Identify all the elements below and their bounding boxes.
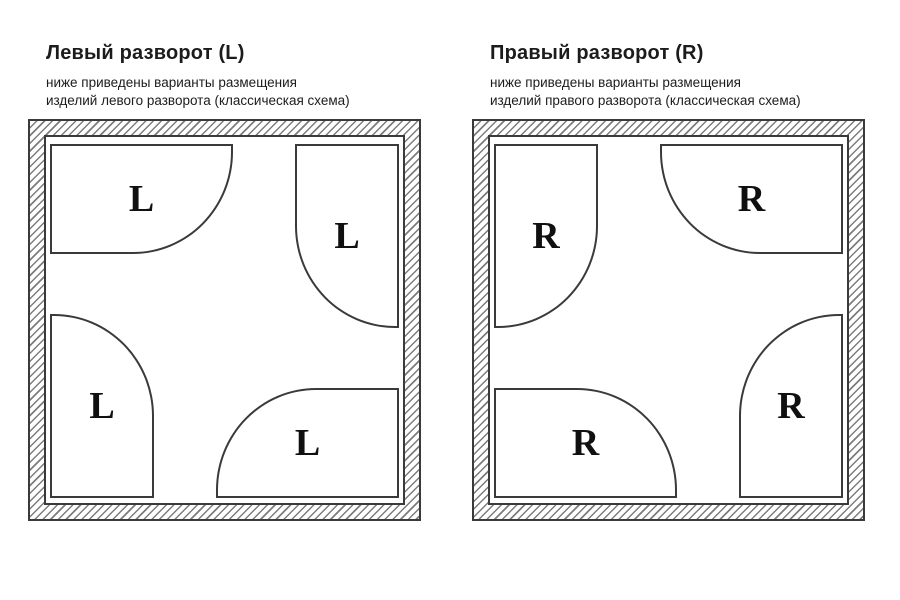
panel-title-left: Левый разворот (L) bbox=[46, 42, 245, 64]
panel-subtitle-line2-right: изделий правого разворота (классическая … bbox=[490, 93, 801, 108]
corner-tray-top-left: L bbox=[50, 144, 233, 254]
panel-subtitle-line1-right: ниже приведены варианты размещения bbox=[490, 75, 741, 90]
panel-title-right: Правый разворот (R) bbox=[490, 42, 704, 64]
tray-label: R bbox=[737, 178, 766, 220]
tray-label: L bbox=[89, 385, 115, 427]
corner-tray-bottom-right: L bbox=[216, 388, 399, 498]
room-plan-left: L L L L bbox=[28, 119, 421, 521]
tray-label: R bbox=[777, 385, 805, 427]
room-plan-right: R R R R bbox=[472, 119, 865, 521]
panel-subtitle-line1-left: ниже приведены варианты размещения bbox=[46, 75, 297, 90]
corner-tray-top-left: R bbox=[494, 144, 598, 328]
room-interior-right: R R R R bbox=[488, 135, 849, 505]
tray-label: L bbox=[334, 215, 360, 257]
corner-tray-bottom-left: L bbox=[50, 314, 154, 498]
panel-subtitle-line2-left: изделий левого разворота (классическая с… bbox=[46, 93, 350, 108]
tray-label: L bbox=[128, 178, 155, 220]
tray-label: R bbox=[571, 422, 600, 464]
room-interior-left: L L L L bbox=[44, 135, 405, 505]
corner-tray-top-right: R bbox=[660, 144, 843, 254]
corner-tray-top-right: L bbox=[295, 144, 399, 328]
panel-right-turn: Правый разворот (R) ниже приведены вариа… bbox=[472, 42, 872, 521]
corner-tray-bottom-right: R bbox=[739, 314, 843, 498]
tray-label: R bbox=[532, 215, 560, 257]
corner-tray-bottom-left: R bbox=[494, 388, 677, 498]
tray-label: L bbox=[294, 422, 321, 464]
panel-left-turn: Левый разворот (L) ниже приведены вариан… bbox=[28, 42, 428, 521]
